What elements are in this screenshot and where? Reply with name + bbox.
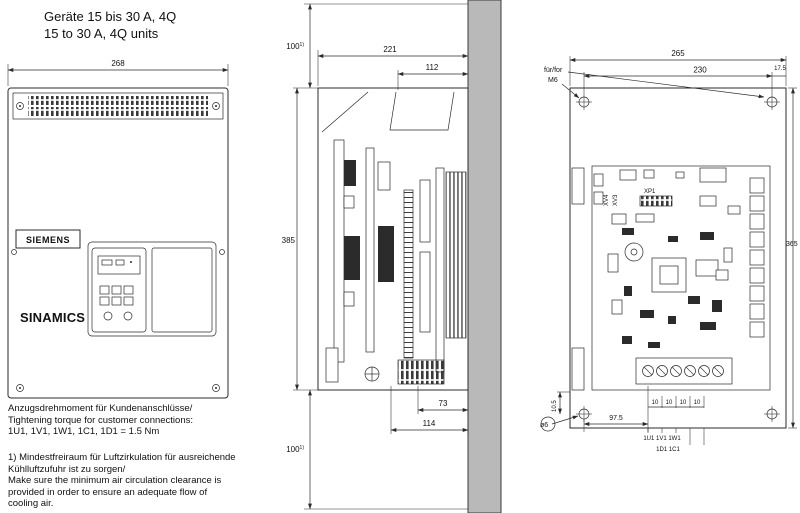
m6-label-line1: für/for xyxy=(544,67,563,74)
rear-height-dim-label: 365 xyxy=(786,241,798,248)
bottom-offset-dim-label: 10.5 xyxy=(552,400,558,412)
terminal-pitch-dims: 10 10 10 10 xyxy=(648,396,705,408)
side-bottom-width-dim-label: 114 xyxy=(423,419,436,428)
side-width-dim-label: 221 xyxy=(383,45,397,54)
torque-note-values: 1U1, 1V1, 1W1, 1C1, 1D1 = 1.5 Nm xyxy=(8,426,160,437)
clearance-bottom-dim-label: 1001) xyxy=(286,445,304,454)
pitch-dim-2: 10 xyxy=(666,400,673,406)
hole-dia-callout: ø6 xyxy=(540,415,579,432)
operator-panel xyxy=(91,247,147,333)
front-width-dim-label: 268 xyxy=(111,59,125,68)
side-height-dim-label: 385 xyxy=(282,236,296,245)
m6-label-line2: M6 xyxy=(548,77,558,84)
stop-button xyxy=(123,311,133,321)
vent-grille xyxy=(12,92,224,120)
blank-cover xyxy=(151,247,213,333)
m6-callout: für/for M6 xyxy=(544,67,765,99)
mounting-holes xyxy=(576,94,780,422)
footnote-en-3: cooling air. xyxy=(8,498,54,509)
sinamics-label: SINAMICS xyxy=(20,310,85,325)
front-view: 268 SIEMENS xyxy=(7,59,229,399)
corner-screws xyxy=(11,102,225,392)
side-bottom-inner-dim-label: 73 xyxy=(439,399,448,408)
heatsink xyxy=(445,171,467,339)
torque-note-de: Anzugsdrehmoment für Kundenanschlüsse/ xyxy=(8,403,193,414)
panel-recess xyxy=(87,241,217,337)
pitch-dim-1: 10 xyxy=(652,400,659,406)
clearance-top-dim-label: 1001) xyxy=(286,42,304,51)
hole-dia-label: ø6 xyxy=(540,422,548,429)
xv4-label: XV4 xyxy=(604,194,610,206)
mounting-wall xyxy=(467,0,502,513)
main-pcb xyxy=(591,165,771,391)
terminal-block xyxy=(397,359,445,385)
clearance-footnote: 1) Mindestfreiraum für Luftzirkulation f… xyxy=(8,452,236,510)
terminal-labels: 1U1 1V1 1W1 1D1 1C1 xyxy=(643,428,705,453)
torque-note: Anzugsdrehmoment für Kundenanschlüsse/ T… xyxy=(8,403,193,438)
footnote-en-2: provided in order to ensure an adequate … xyxy=(8,486,208,498)
rear-width-dim-label: 265 xyxy=(671,49,685,58)
siemens-logo-box xyxy=(15,229,81,249)
terminal-row2-label: 1D1 1C1 xyxy=(656,447,680,453)
rear-view: 265 230 17.5 365 für/for M6 XV4 XV3 XP1 … xyxy=(540,49,798,453)
terminal-row1-label: 1U1 1V1 1W1 xyxy=(643,436,681,442)
drawing-title: Geräte 15 bis 30 A, 4Q 15 to 30 A, 4Q un… xyxy=(44,8,176,42)
pitch-dim-4: 10 xyxy=(694,400,701,406)
run-button xyxy=(103,311,113,321)
pcb-components xyxy=(571,167,765,391)
title-de: Geräte 15 bis 30 A, 4Q xyxy=(44,9,177,24)
xp1-connector xyxy=(639,195,673,207)
side-internals xyxy=(321,91,467,385)
title-en: 15 to 30 A, 4Q units xyxy=(44,26,159,41)
xv3-label: XV3 xyxy=(613,194,619,206)
hole-spacing-dim-label: 230 xyxy=(693,66,707,75)
side-view: 221 112 385 1001) 1001) 73 114 xyxy=(282,0,502,513)
footnote-de-1: 1) Mindestfreiraum für Luftzirkulation f… xyxy=(8,452,236,463)
siemens-logo: SIEMENS xyxy=(26,235,70,245)
edge-offset-dim-label: 17.5 xyxy=(774,66,786,72)
footnote-de-2: Kühlluftzufuhr ist zu sorgen/ xyxy=(8,463,126,475)
side-inner-dim-label: 112 xyxy=(426,63,439,72)
bottom-offset-dim: 10.5 xyxy=(552,391,570,415)
footnote-en-1: Make sure the minimum air circulation cl… xyxy=(8,475,222,486)
torque-note-en: Tightening torque for customer connectio… xyxy=(8,414,193,426)
power-terminals xyxy=(635,357,733,385)
pitch-dim-3: 10 xyxy=(680,400,687,406)
hole-to-terminal-dim-label: 97.5 xyxy=(609,415,623,422)
xp1-label: XP1 xyxy=(644,189,656,195)
